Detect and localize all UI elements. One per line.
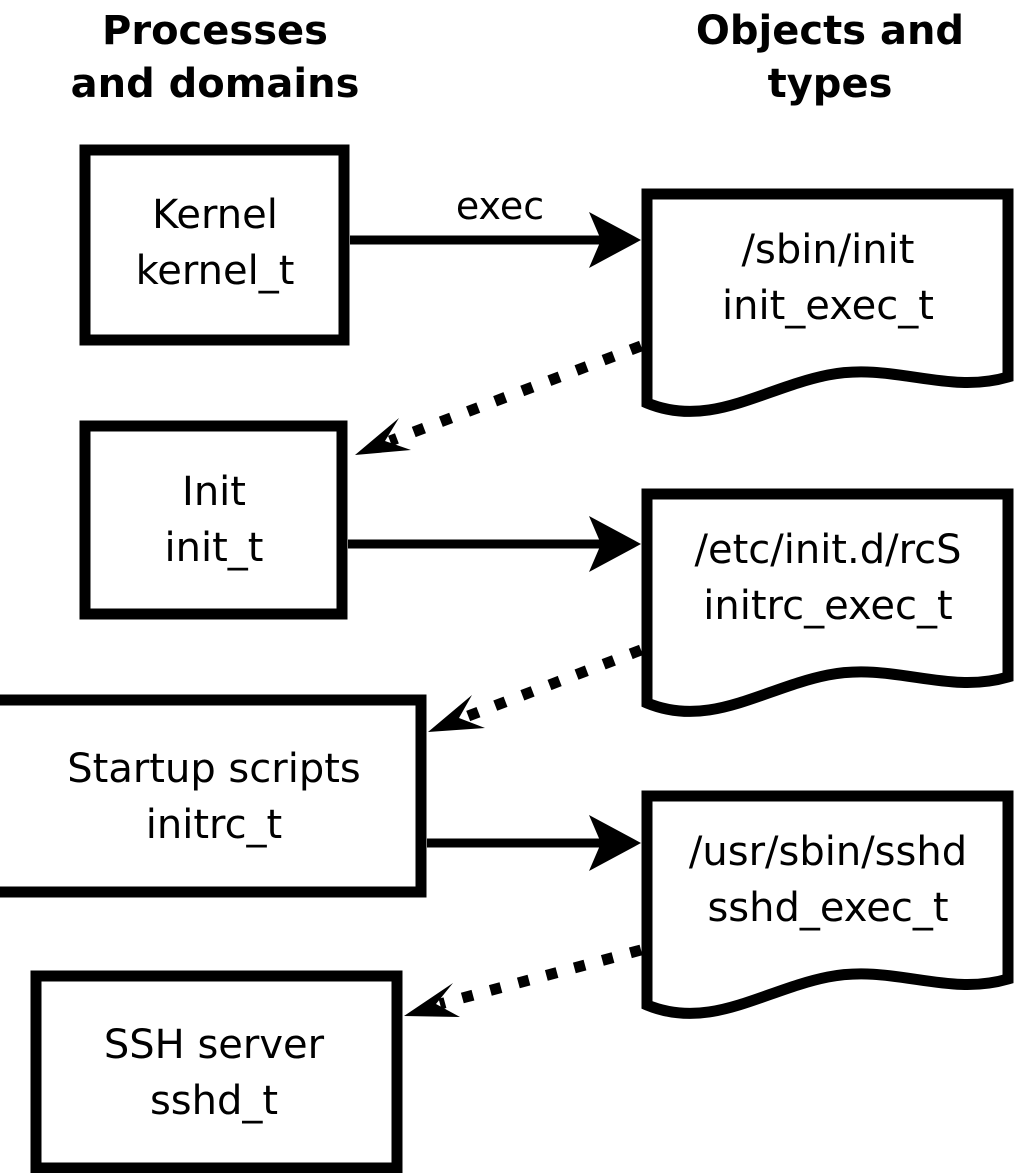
edge-initrc-exec-to-initrc [428, 644, 643, 732]
arrow-head-initrc-exec [589, 815, 641, 871]
object-node-usr-sbin-sshd[interactable]: /usr/sbin/sshd sshd_exec_t [641, 790, 1014, 1019]
column-title-left-line2: and domains [71, 61, 360, 107]
edge-line-initrc-transition [461, 644, 643, 724]
arrow-head-initrc-transition [428, 695, 485, 732]
column-title-right-line1: Objects and [696, 8, 964, 54]
edge-init-to-initrc-exec [348, 516, 641, 572]
process-label-init-type: init_t [165, 525, 264, 571]
column-title-left-line1: Processes [102, 8, 328, 54]
edge-kernel-to-init-exec: exec [350, 184, 641, 268]
object-node-etc-initd-rcs[interactable]: /etc/init.d/rcS initrc_exec_t [641, 488, 1014, 717]
edge-line-init-transition [388, 340, 643, 447]
edge-init-exec-to-init [355, 340, 643, 455]
edge-label-exec: exec [456, 184, 544, 228]
edge-initrc-to-sshd-exec [427, 815, 641, 871]
object-node-sbin-init[interactable]: /sbin/init init_exec_t [641, 188, 1014, 417]
object-doc-sbin-init[interactable] [641, 188, 1014, 417]
process-node-startup-scripts[interactable]: Startup scripts initrc_t [0, 694, 427, 898]
arrow-head-kernel-exec [589, 212, 641, 268]
process-label-kernel-name: Kernel [152, 192, 278, 238]
object-doc-etc-initd-rcs[interactable] [641, 488, 1014, 717]
process-box-init[interactable] [79, 420, 348, 620]
arrow-head-init-transition [355, 418, 411, 455]
object-label-sbin-init-type: init_exec_t [722, 283, 934, 329]
object-label-etc-initd-rcs-path: /etc/init.d/rcS [694, 527, 961, 573]
process-label-init-name: Init [182, 469, 246, 515]
process-node-init[interactable]: Init init_t [79, 420, 348, 620]
process-box-startup-scripts[interactable] [0, 694, 427, 898]
process-label-ssh-server-type: sshd_t [150, 1078, 278, 1124]
column-title-right-line2: types [768, 61, 893, 107]
object-label-usr-sbin-sshd-type: sshd_exec_t [707, 885, 948, 931]
object-label-usr-sbin-sshd-path: /usr/sbin/sshd [689, 829, 967, 875]
process-label-ssh-server-name: SSH server [104, 1022, 325, 1068]
process-label-startup-scripts-name: Startup scripts [67, 746, 360, 792]
edge-sshd-exec-to-sshd [404, 944, 643, 1017]
arrow-head-sshd-transition [404, 983, 460, 1017]
process-node-ssh-server[interactable]: SSH server sshd_t [30, 970, 403, 1173]
arrow-head-init-exec [589, 516, 641, 572]
process-box-ssh-server[interactable] [30, 970, 403, 1173]
process-label-kernel-type: kernel_t [136, 248, 295, 294]
object-doc-usr-sbin-sshd[interactable] [641, 790, 1014, 1019]
object-label-etc-initd-rcs-type: initrc_exec_t [703, 583, 952, 629]
column-title-right: Objects and types [696, 8, 964, 107]
process-node-kernel[interactable]: Kernel kernel_t [79, 144, 350, 346]
edge-line-sshd-transition [438, 944, 643, 1010]
process-label-startup-scripts-type: initrc_t [146, 802, 283, 848]
column-title-left: Processes and domains [71, 8, 360, 107]
object-label-sbin-init-path: /sbin/init [742, 227, 915, 273]
process-box-kernel[interactable] [79, 144, 350, 346]
